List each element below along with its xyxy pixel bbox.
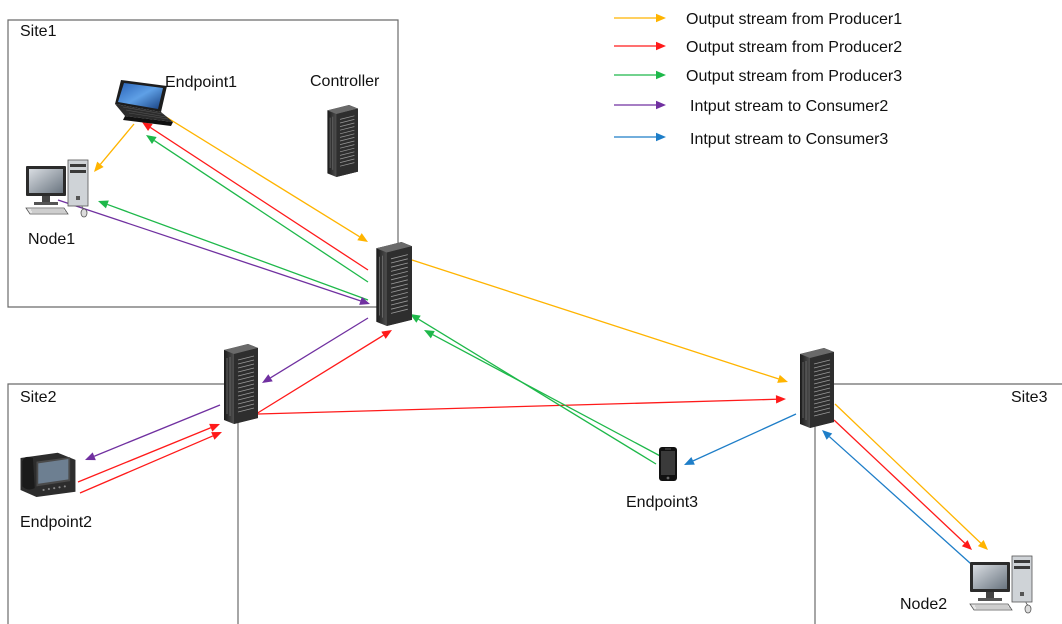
legend-arrow-producer1 xyxy=(614,13,666,23)
legend-label-consumer3: Intput stream to Consumer3 xyxy=(690,131,888,148)
stream-consumer2-hub-to-site2-server xyxy=(262,317,369,383)
site3-label: Site3 xyxy=(1011,389,1048,406)
stream-producer2-hub-to-endpoint1 xyxy=(142,122,369,271)
stream-producer2-endpoint2-to-site2-server-b xyxy=(79,432,222,494)
site2-server-icon xyxy=(223,343,258,425)
node2-label: Node2 xyxy=(900,596,947,613)
legend-label-producer2: Output stream from Producer2 xyxy=(686,39,902,56)
legend-label-consumer2: Intput stream to Consumer2 xyxy=(690,98,888,115)
stream-producer1-site3-server-to-node2 xyxy=(834,403,988,550)
desktop-computer-icon xyxy=(969,555,1033,614)
smartphone-icon xyxy=(659,447,677,481)
site1-label: Site1 xyxy=(20,23,57,40)
stream-producer1-endpoint1-to-hub xyxy=(157,111,368,242)
site2-boundary xyxy=(7,383,239,624)
site3-server-icon xyxy=(799,347,834,429)
controller-label: Controller xyxy=(310,73,380,90)
legend-label-producer3: Output stream from Producer3 xyxy=(686,68,902,85)
stream-producer3-endpoint3-to-hub-a xyxy=(424,330,665,459)
stream-consumer3-site3-server-to-endpoint3 xyxy=(684,413,797,465)
stream-consumer2-site2-server-to-endpoint2 xyxy=(85,404,221,461)
desktop-computer-icon xyxy=(25,159,89,218)
endpoint1-label: Endpoint1 xyxy=(165,74,237,91)
stream-producer2-site2-server-to-hub xyxy=(255,330,392,415)
hub-server-icon xyxy=(375,242,412,326)
legend-label-producer1: Output stream from Producer1 xyxy=(686,11,902,28)
legend-arrow-consumer2 xyxy=(614,100,666,110)
stream-producer2-site2-server-to-site3-server xyxy=(257,395,786,415)
stream-producer3-hub-to-endpoint1 xyxy=(146,135,369,283)
controller-server-icon xyxy=(326,104,358,178)
desk-phone-icon xyxy=(20,452,76,498)
stream-producer2-endpoint2-to-site2-server-a xyxy=(77,423,220,483)
stream-producer1-endpoint1-to-node1 xyxy=(94,123,135,172)
stream-producer1-hub-to-site3-server xyxy=(411,259,788,383)
stream-consumer2-node1-to-hub xyxy=(57,199,370,305)
legend-arrow-producer3 xyxy=(614,70,666,80)
endpoint3-label: Endpoint3 xyxy=(626,494,698,511)
node1-label: Node1 xyxy=(28,231,75,248)
stream-producer3-hub-to-node1 xyxy=(98,200,369,301)
stream-consumer3-node2-to-site3-server xyxy=(822,430,981,573)
endpoint2-label: Endpoint2 xyxy=(20,514,92,531)
stream-producer2-site3-server-to-node2 xyxy=(833,419,972,550)
stream-producer3-endpoint3-to-hub-b xyxy=(410,314,657,465)
legend-arrow-consumer3 xyxy=(614,132,666,142)
legend-arrow-producer2 xyxy=(614,41,666,51)
site2-label: Site2 xyxy=(20,389,57,406)
stream-arrows xyxy=(57,111,988,573)
